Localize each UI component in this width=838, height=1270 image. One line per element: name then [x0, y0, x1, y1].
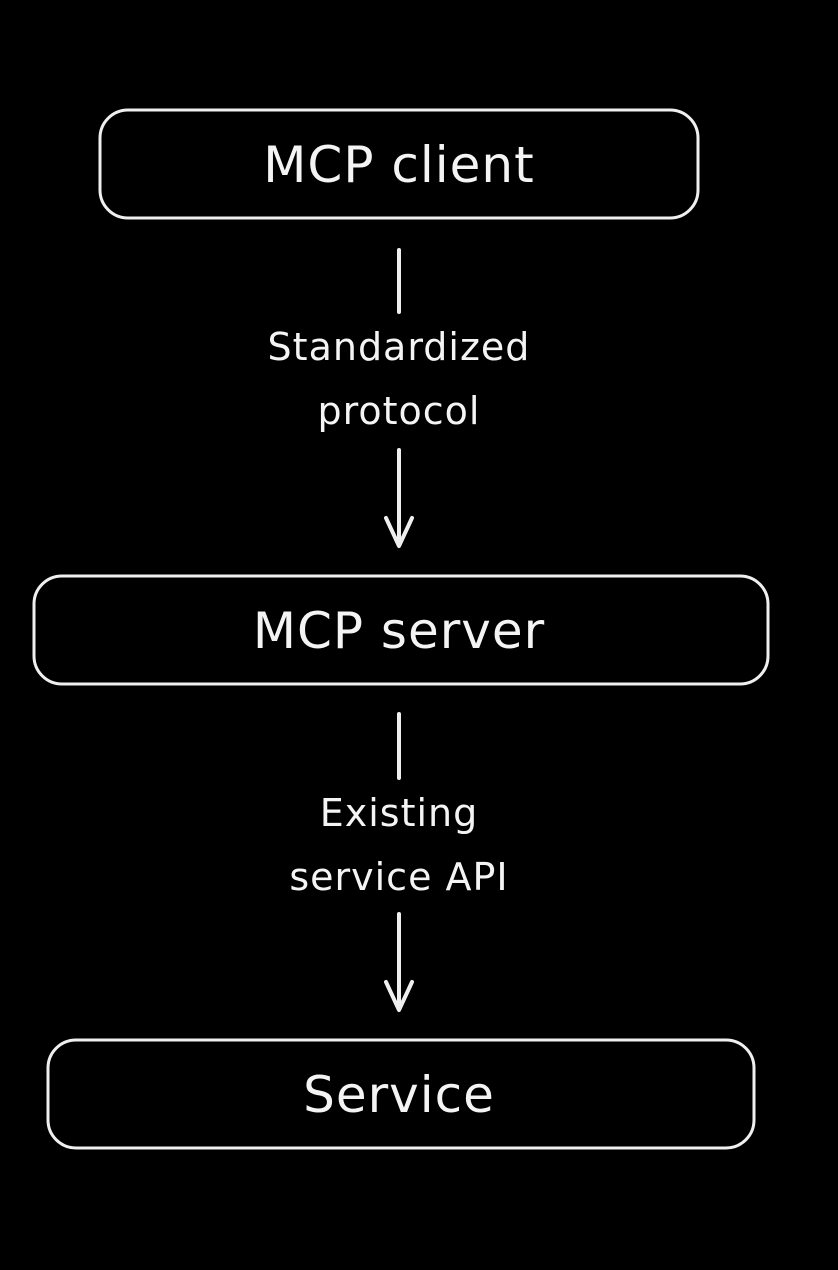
node-service-box [46, 1038, 756, 1150]
edge-server-to-service-arrowhead [384, 980, 414, 1012]
node-mcp-server: MCP server [32, 574, 770, 686]
node-mcp-server-label: MCP server [253, 602, 545, 660]
edge-server-to-service: Existing service API [289, 712, 508, 1012]
edge-server-to-service-label-line-1: Existing [320, 791, 479, 835]
edge-client-to-server: Standardized protocol [268, 248, 531, 548]
edge-client-to-server-label-line-2: protocol [317, 389, 480, 433]
node-mcp-server-box [32, 574, 770, 686]
node-service: Service [46, 1038, 756, 1150]
edge-client-to-server-arrowhead [384, 516, 414, 548]
node-mcp-client-box [98, 108, 700, 220]
edge-server-to-service-label-line-2: service API [289, 855, 508, 899]
node-mcp-client: MCP client [98, 108, 700, 220]
node-service-label: Service [303, 1066, 495, 1124]
edge-client-to-server-label-line-1: Standardized [268, 325, 531, 369]
node-mcp-client-label: MCP client [263, 136, 534, 194]
